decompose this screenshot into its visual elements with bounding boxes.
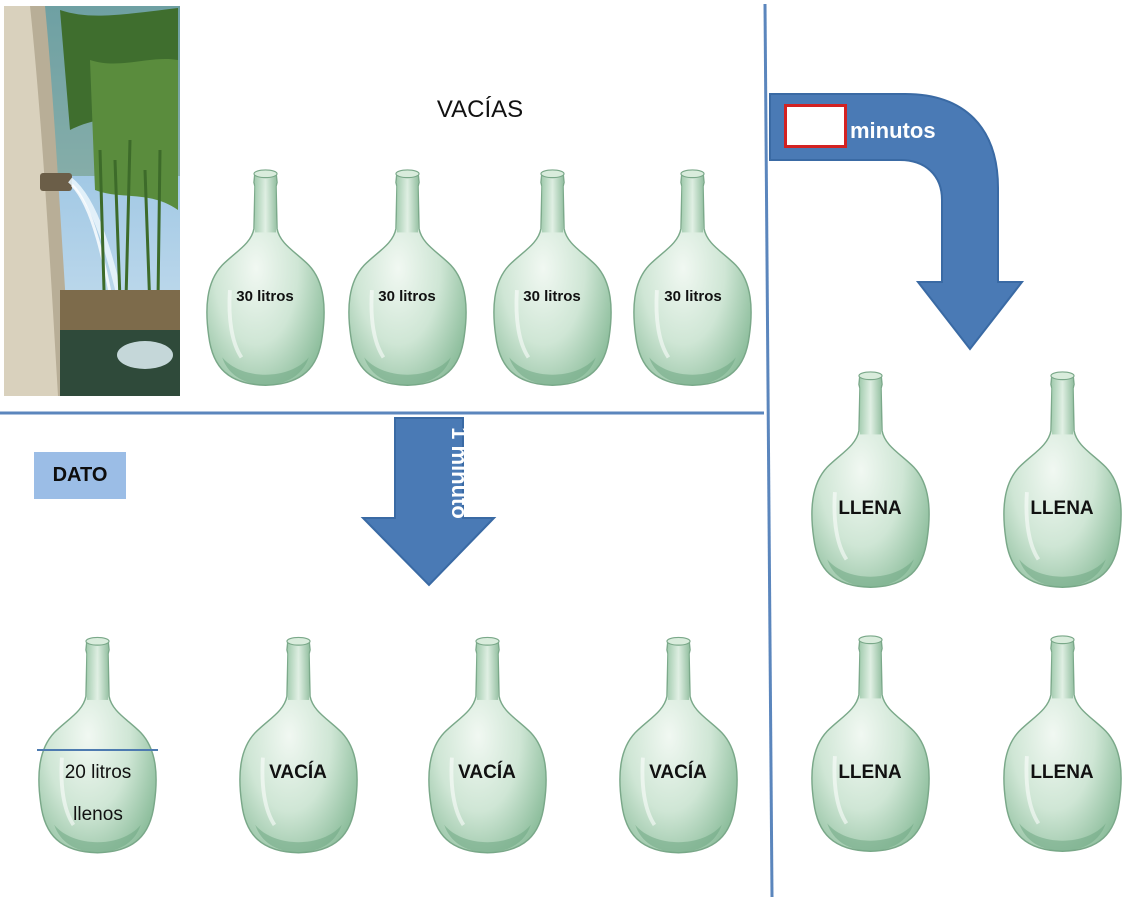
arrow-down-icon [360,417,497,587]
bottle-label: VACÍA [269,762,327,783]
bottle-icon [620,637,737,852]
bottle-label: 30 litros [236,288,294,305]
answer-input-box[interactable] [784,104,847,148]
water-spring-photo [4,6,180,396]
bottle-label: LLENA [838,498,902,519]
bottle-label: VACÍA [649,762,707,783]
bottle-icon [631,167,754,388]
vertical-divider [763,3,774,897]
bottle-icon [491,167,614,388]
bottle-icon [429,637,546,852]
bottle-label: LLENA [1030,498,1094,519]
bottle-icon [812,372,929,587]
bottle-label: VACÍA [458,762,516,783]
bottle-label-amount: 20 litros [64,762,132,783]
bottle-icon [812,636,929,851]
bottle-icon [1004,372,1121,587]
arrow-down-label: 1 minuto [447,427,472,519]
bottle-label: LLENA [1030,762,1094,783]
bottle-icon [1004,636,1121,851]
bottle-icon [346,167,469,388]
bottle-label: 30 litros [664,288,722,305]
dato-badge: DATO [34,452,126,499]
arrow-curved-down-icon [769,93,1025,351]
arrow-curve-label: minutos [850,118,936,143]
bottle-icon [240,637,357,852]
bottle-label: 30 litros [523,288,581,305]
bottle-icon [204,167,327,388]
bottle-label: 30 litros [378,288,436,305]
title-vacias: VACÍAS [436,96,524,123]
bottle-label: LLENA [838,762,902,783]
bottle-label-state: llenos [73,804,123,825]
